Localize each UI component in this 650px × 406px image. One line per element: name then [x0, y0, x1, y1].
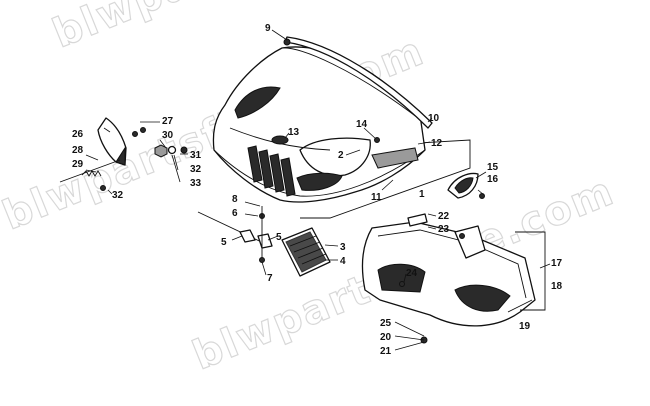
- callout-28: 28: [72, 145, 84, 156]
- hood-recess: [299, 137, 371, 177]
- washer-32: [167, 145, 177, 155]
- bolt-7: [259, 257, 265, 263]
- callout-30: 30: [162, 130, 174, 141]
- callout-5-left: 5: [221, 237, 227, 248]
- callout-13: 13: [288, 127, 300, 138]
- callout-26: 26: [72, 129, 84, 140]
- trim-strip: [284, 36, 433, 129]
- latch-plate: [239, 229, 256, 243]
- grille-screen: [281, 227, 331, 277]
- callout-6: 6: [232, 208, 238, 219]
- callout-22: 22: [438, 211, 450, 222]
- callout-21: 21: [380, 346, 392, 357]
- callout-29: 29: [72, 159, 84, 170]
- right-mirror: [447, 172, 485, 199]
- callout-23: 23: [438, 224, 450, 235]
- callout-11: 11: [371, 192, 382, 203]
- leader-lines: [85, 29, 551, 351]
- headlight-lens: [296, 172, 343, 191]
- callout-32-upper: 32: [190, 164, 202, 175]
- callout-2: 2: [338, 150, 344, 161]
- bolt-31: [180, 146, 188, 154]
- decal-strip: [371, 147, 419, 169]
- nut-30: [154, 144, 168, 158]
- callout-10: 10: [428, 113, 440, 124]
- callout-32-lower: 32: [112, 190, 124, 201]
- latch-bracket: [257, 233, 273, 249]
- callout-18: 18: [551, 281, 563, 292]
- callout-labels: 9 10 13 14 12 2 1 11 15 16 27 26 30 31 3…: [72, 23, 563, 357]
- callout-15: 15: [487, 162, 499, 173]
- callout-20: 20: [380, 332, 392, 343]
- callout-5-right: 5: [276, 232, 282, 243]
- callout-9: 9: [265, 23, 271, 34]
- tub-well-right: [454, 284, 511, 312]
- callout-33: 33: [190, 178, 202, 189]
- callout-17: 17: [551, 258, 563, 269]
- callout-7: 7: [267, 273, 273, 284]
- storage-tub-assembly: [361, 213, 546, 344]
- callout-27: 27: [162, 116, 174, 127]
- screw-24: [399, 281, 405, 287]
- callout-16: 16: [487, 174, 499, 185]
- callout-4: 4: [340, 256, 346, 267]
- tub-fastener: [459, 233, 465, 239]
- latch-cable: [197, 211, 271, 247]
- bracket-17-18: [515, 231, 546, 311]
- callout-19: 19: [519, 321, 531, 332]
- hood-emblem: [271, 135, 289, 145]
- latch-assembly: [197, 206, 273, 263]
- callout-1: 1: [419, 189, 425, 200]
- tub-well-left: [377, 263, 426, 293]
- callout-25: 25: [380, 318, 392, 329]
- bumper-22: [407, 213, 428, 227]
- callout-24: 24: [406, 268, 418, 279]
- screw-16: [479, 193, 485, 199]
- hood-assembly: [212, 36, 433, 203]
- callout-31: 31: [190, 150, 202, 161]
- screw-27b: [140, 127, 146, 133]
- hood-ridge: [281, 47, 419, 119]
- callout-12: 12: [431, 138, 443, 149]
- callout-14: 14: [356, 119, 368, 130]
- side-mirror-assembly: [59, 117, 188, 191]
- screw-32: [100, 185, 106, 191]
- hood-fastener-top: [283, 38, 291, 46]
- callout-8: 8: [232, 194, 238, 205]
- screw-27a: [132, 131, 138, 137]
- hood-edge: [213, 149, 426, 197]
- hood-scoop: [234, 86, 281, 119]
- hood-vents: [247, 145, 296, 197]
- callout-3: 3: [340, 242, 346, 253]
